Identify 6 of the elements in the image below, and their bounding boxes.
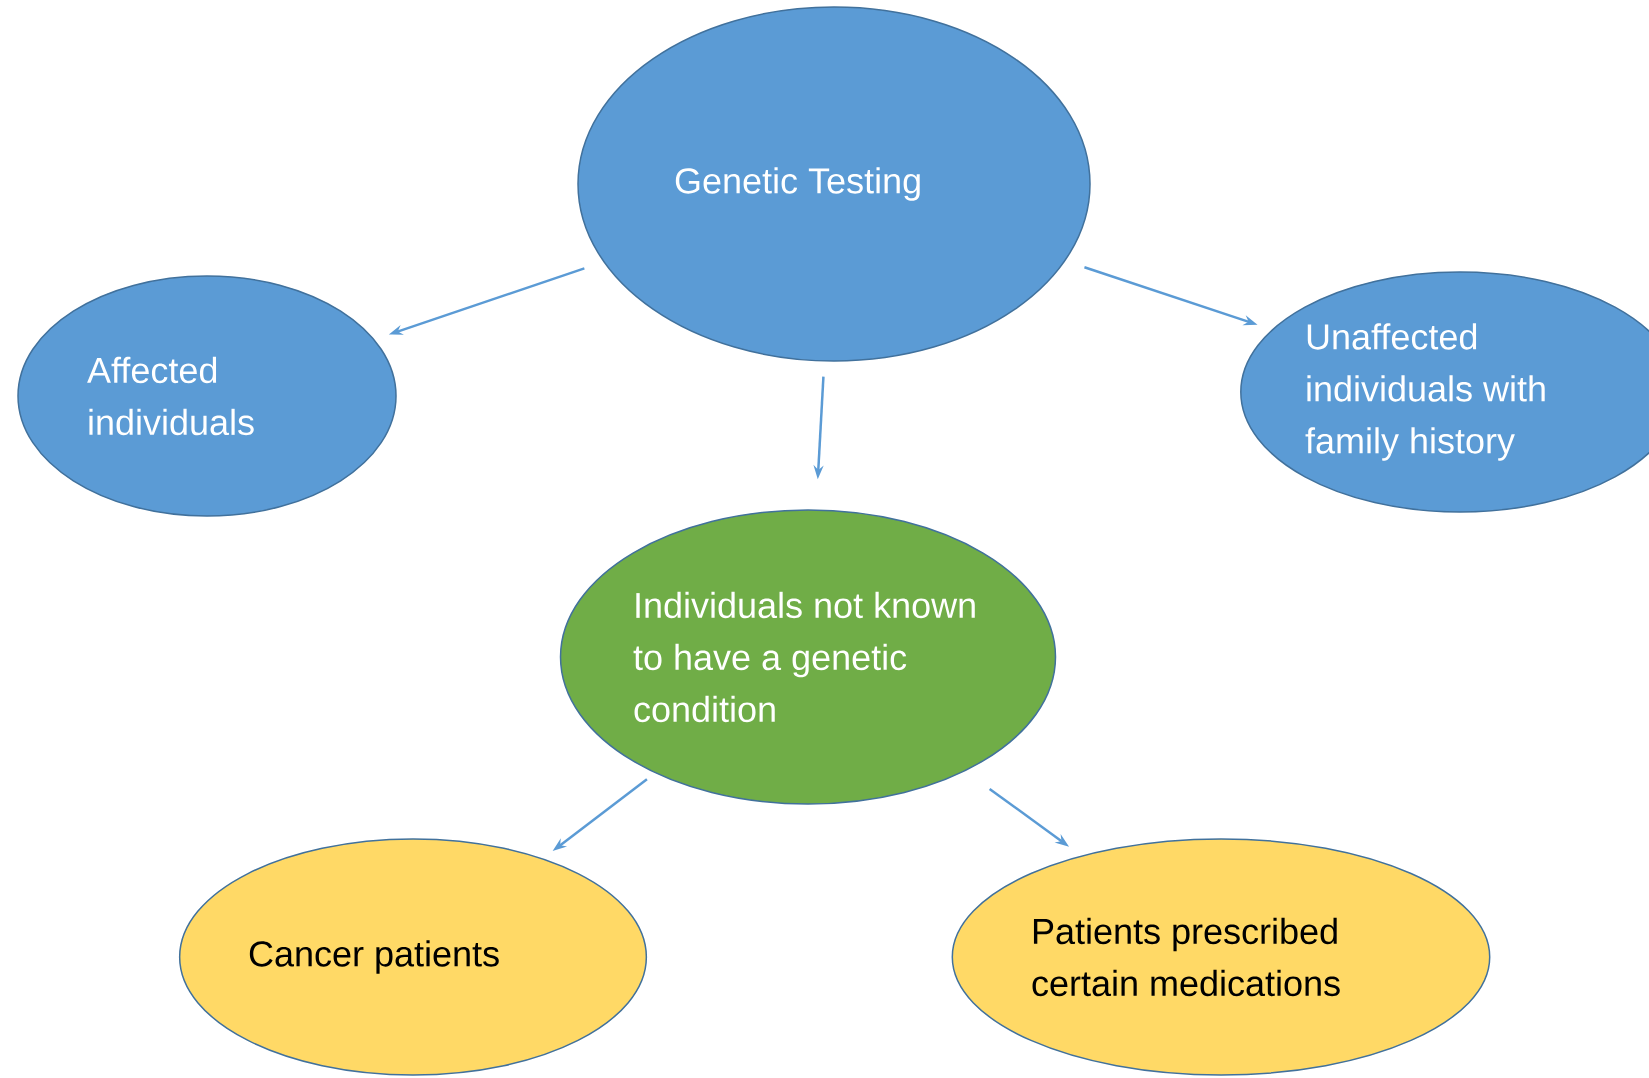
ellipse-node: Affected individuals xyxy=(17,275,397,517)
ellipse-node: Genetic Testing xyxy=(577,6,1091,362)
ellipse-node: Cancer patients xyxy=(178,838,648,1076)
ellipse-node: Unaffected individuals with family history xyxy=(1240,271,1649,513)
ellipse-node: Individuals not known to have a genetic condition xyxy=(559,509,1057,805)
ellipse-node: Patients prescribed certain medications xyxy=(951,838,1491,1076)
